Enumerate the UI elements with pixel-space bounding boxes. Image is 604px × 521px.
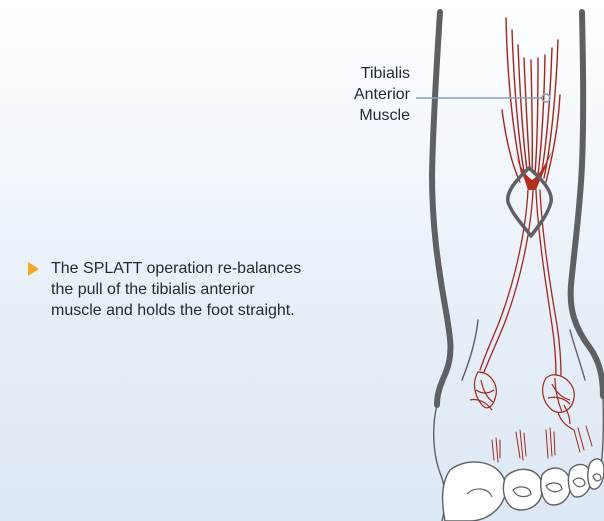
callout-line-3: Muscle [300, 105, 410, 126]
tibialis-anterior-muscle [502, 18, 560, 182]
toe-2 [503, 469, 542, 510]
leg-outline-right [571, 12, 603, 396]
caption-text: The SPLATT operation re-balances the pul… [28, 258, 308, 321]
toe-3 [541, 468, 571, 505]
toes [443, 459, 604, 521]
tendons [480, 190, 561, 375]
triangle-right-icon [28, 262, 39, 276]
callout-line-2: Anterior [300, 84, 410, 105]
leg-outline-left [432, 12, 450, 405]
big-toe [443, 462, 506, 521]
caption-block: The SPLATT operation re-balances the pul… [28, 258, 308, 321]
leg-outline [432, 12, 603, 405]
tendon-attachment-medial [470, 372, 496, 410]
tendon-attachment-lateral [543, 375, 575, 430]
callout-line-1: Tibialis [300, 63, 410, 84]
toe-tendon-strands [492, 426, 592, 462]
tibialis-anterior-label: Tibialis Anterior Muscle [300, 63, 410, 126]
